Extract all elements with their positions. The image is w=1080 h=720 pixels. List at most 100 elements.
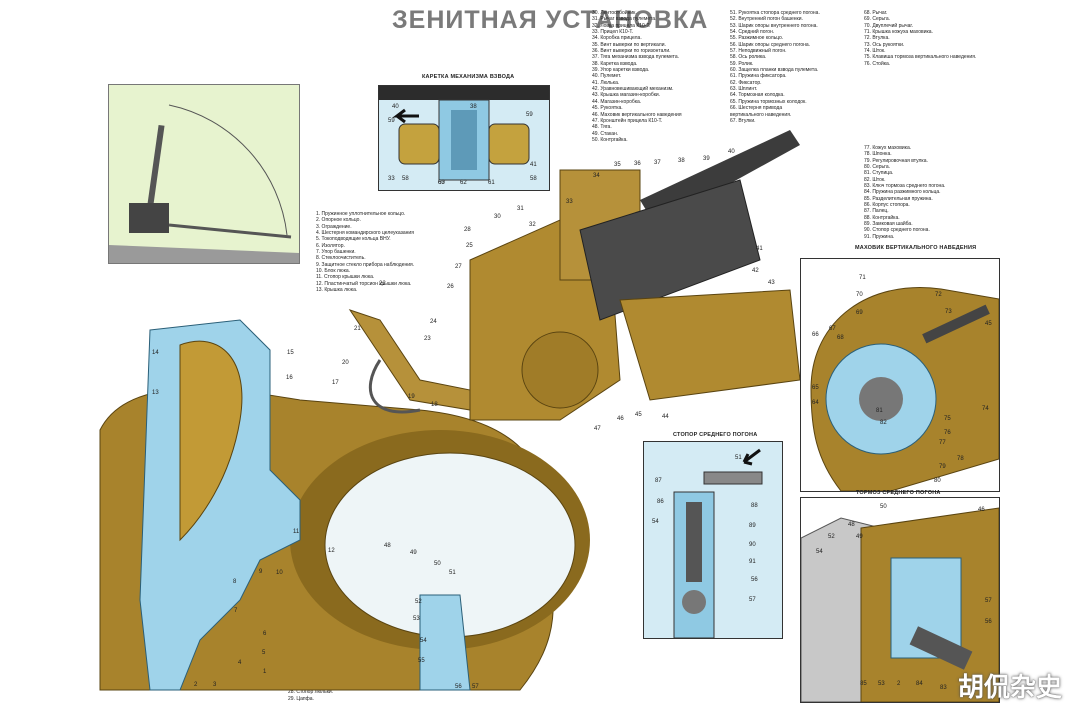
- watermark: 胡侃杂史: [957, 672, 1062, 702]
- legend-entry: 54. Средний погон.: [730, 29, 775, 36]
- carriage-core: [451, 110, 477, 170]
- raised-gun: [147, 124, 165, 206]
- legend-entry: 29. Цапфа.: [288, 695, 314, 702]
- legend-entry: 52. Внутренний погон башенки.: [730, 16, 803, 23]
- legend-entry: 34. Коробка прицела.: [592, 35, 642, 42]
- legend-entry: 78. Шпонка.: [864, 151, 892, 158]
- legend-entry: 84. Пружина разжимного кольца.: [864, 189, 941, 196]
- arrow-icon: [742, 448, 761, 466]
- legend-parts-30-50: 30. Лентоотбойник.31. Рычаг взвода пулем…: [592, 10, 682, 143]
- legend-entry: 88. Контргайка.: [864, 214, 900, 221]
- flywheel-caption: МАХОВИК ВЕРТИКАЛЬНОГО НАВЕДЕНИЯ: [855, 245, 977, 251]
- legend-entry: 36. Винт выверки по горизонтали.: [592, 48, 671, 55]
- legend-parts-1-13: 1. Пружинное уплотнительное кольцо.2. Оп…: [316, 211, 414, 293]
- hull-roof: [109, 245, 299, 263]
- legend-parts-51-67: 51. Рукоятка стопора среднего погона.52.…: [730, 10, 820, 124]
- legend-entry: 90. Стопор среднего погона.: [864, 227, 930, 234]
- legend-entry: 64. Тормозная колодка.: [730, 92, 785, 99]
- legend-entry: 60. Защелка планки взвода пулемета.: [730, 67, 819, 74]
- legend-entry: 9. Защитное стекло прибора наблюдения.: [316, 261, 415, 268]
- lowered-gun: [168, 223, 292, 239]
- legend-entry: 71. Крышка кожуха маховика.: [864, 29, 933, 36]
- mount-body: [129, 203, 169, 233]
- ammo-box: [619, 289, 801, 401]
- legend-entry: 43. Крышка магазин-коробки.: [592, 92, 661, 99]
- legend-entry: 70. Двуплечий рычаг.: [864, 22, 913, 29]
- legend-entry: 38. Каретка взвода.: [592, 60, 638, 67]
- legend-parts-77-91: 77. Кожух маховика.78. Шпонка.79. Регули…: [864, 145, 945, 240]
- legend-entry: 66. Шестерня привода: [730, 105, 783, 112]
- stopper-spring: [686, 502, 702, 582]
- legend-entry: 51. Рукоятка стопора среднего погона.: [730, 10, 820, 16]
- legend-entry: 55. Разжимное кольцо.: [730, 35, 784, 42]
- legend-entry: 10. Блок люка.: [316, 268, 351, 275]
- legend-entry: 75. Клавиша тормоза вертикального наведе…: [864, 54, 977, 61]
- carriage-rail: [379, 86, 549, 100]
- legend-entry: 48. Тяга.: [592, 124, 612, 131]
- legend-entry: 83. Ключ тормоза среднего погона.: [864, 183, 946, 190]
- legend-entry: 39. Упор каретки взвода.: [592, 67, 650, 74]
- roller-left: [398, 123, 440, 165]
- arrow-icon: [392, 108, 419, 124]
- legend-entry: 87. Палец.: [864, 208, 889, 215]
- legend-entry: 74. Шток.: [864, 48, 886, 55]
- brake-inset: [800, 497, 1000, 703]
- brake-caption: ТОРМОЗ СРЕДНЕГО ПОГОНА: [856, 490, 941, 496]
- legend-entry: 8. Стеклоочиститель.: [316, 255, 366, 262]
- legend-entry: 5. Токоподводящие кольца ВНУ.: [316, 236, 391, 243]
- legend-entry: 28. Стопор люльки.: [288, 689, 334, 696]
- legend-entry: 53. Шарик опоры внутреннего погона.: [730, 22, 818, 29]
- elevation-flywheel: [521, 331, 599, 409]
- legend-entry: 62. Фиксатор.: [730, 79, 762, 86]
- legend-entry: 13. Крышка люка.: [316, 287, 358, 294]
- flywheel-rod: [922, 304, 990, 344]
- legend-entry: 7. Упор башенки.: [316, 249, 356, 256]
- carriage-inset: [378, 85, 550, 191]
- legend-entry: 91. Пружина.: [864, 233, 895, 240]
- brake-key: [909, 626, 973, 670]
- stopper-drawing: [673, 448, 763, 638]
- legend-entry: 37. Тяга механизма взвода пулемета.: [592, 54, 679, 61]
- legend-entry: вертикального наведения.: [730, 111, 792, 118]
- legend-entry: 72. Втулка.: [864, 35, 890, 42]
- legend-parts-68-76: 68. Рычаг.69. Серьга.70. Двуплечий рычаг…: [864, 10, 976, 67]
- legend-entry: 12. Пластинчатый торсион крышки люка.: [316, 280, 412, 287]
- legend-entry: 85. Разделительная пружина.: [864, 195, 933, 202]
- flywheel-inset: [800, 258, 1000, 492]
- legend-entry: 3. Ограждение.: [316, 223, 352, 230]
- legend-entry: 31. Рычаг взвода пулемета.: [592, 16, 657, 23]
- ring-section: [419, 594, 471, 691]
- legend-entry: 40. Пулемет.: [592, 73, 622, 80]
- elevation-inset: [108, 84, 300, 264]
- legend-entry: 86. Корпус стопора.: [864, 202, 910, 209]
- legend-entry: 35. Винт выверки по вертикали.: [592, 41, 666, 48]
- legend-entry: 77. Кожух маховика.: [864, 145, 912, 151]
- elevation-arc: [168, 104, 288, 236]
- legend-entry: 49. Стакан.: [592, 130, 619, 137]
- legend-entry: 41. Люлька.: [592, 79, 620, 86]
- traverse-handle: [348, 309, 471, 411]
- carriage-drawing: [379, 86, 549, 181]
- legend-entry: 30. Лентоотбойник.: [592, 10, 637, 16]
- legend-entry: 73. Ось рукоятки.: [864, 41, 905, 48]
- legend-entry: 32. Ловка прицела К10-Т.: [592, 22, 651, 29]
- trigger-cable: [369, 359, 421, 414]
- gun-receiver: [579, 179, 761, 321]
- legend-entry: 81. Ступица.: [864, 170, 894, 177]
- legend-entry: 44. Магазин-коробка.: [592, 98, 642, 105]
- legend-entry: 57. Неподвижный погон.: [730, 48, 787, 55]
- legend-entry: 76. Стойка.: [864, 60, 891, 67]
- legend-entry: 58. Ось ролика.: [730, 54, 767, 61]
- legend-entry: 42. Уравновешивающий механизм.: [592, 86, 674, 93]
- legend-entry: 45. Рукоятка.: [592, 105, 623, 112]
- legend-entry: 67. Втулки.: [730, 117, 756, 124]
- legend-entry: 11. Стопор крышки люка.: [316, 274, 375, 281]
- stopper-handle: [703, 471, 763, 485]
- brake-drawing: [801, 498, 999, 702]
- legend-entry: 68. Рычаг.: [864, 10, 888, 16]
- carriage-caption: КАРЕТКА МЕХАНИЗМА ВЗВОДА: [422, 74, 515, 80]
- legend-entry: 80. Серьга.: [864, 164, 891, 171]
- elevation-sketch: [109, 104, 299, 263]
- stopper-caption: СТОПОР СРЕДНЕГО ПОГОНА: [673, 432, 758, 438]
- legend-entry: 65. Пружина тормозных колодок.: [730, 98, 807, 105]
